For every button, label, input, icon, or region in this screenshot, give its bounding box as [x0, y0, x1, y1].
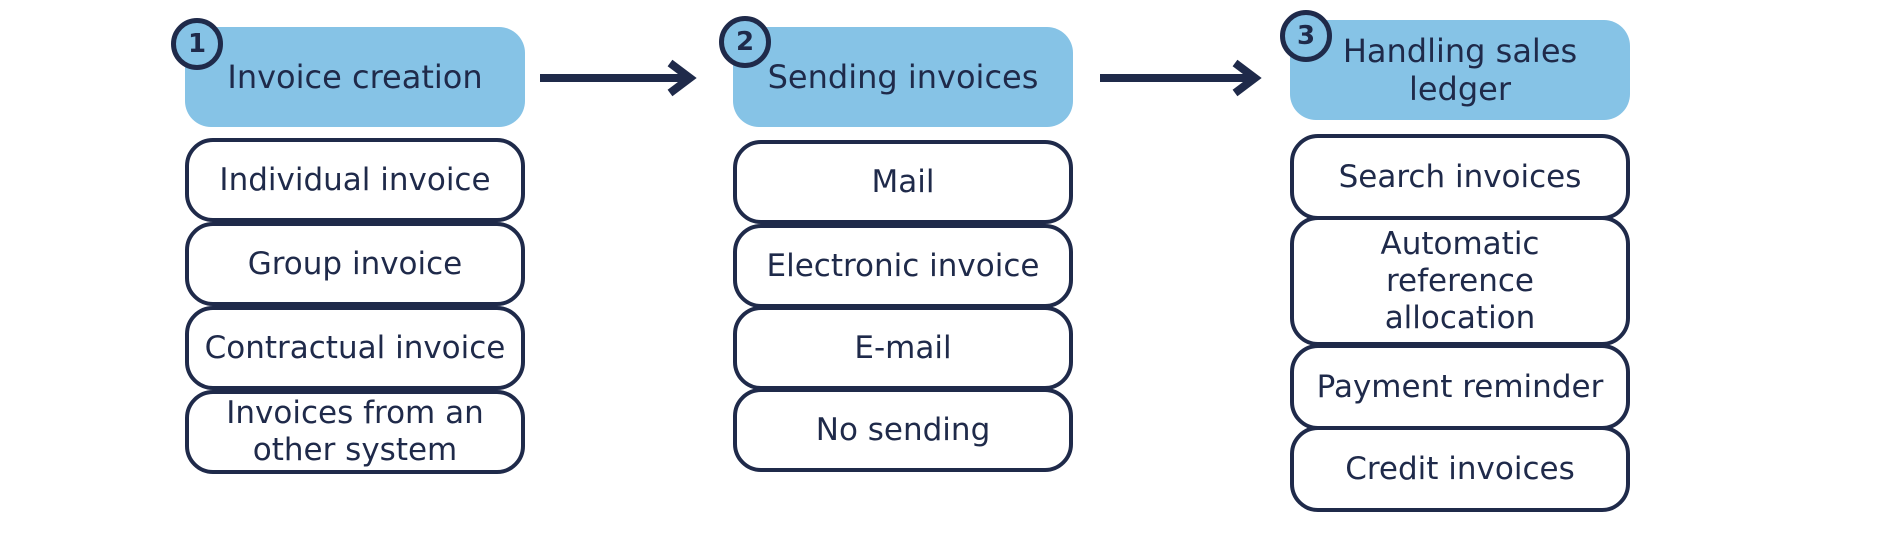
step-2-item-electronic-invoice: Electronic invoice [733, 224, 1073, 308]
step-3-item-automatic-reference-allocation: Automatic reference allocation [1290, 216, 1630, 346]
step-3-item-search-invoices: Search invoices [1290, 134, 1630, 220]
step-1-item-individual-invoice: Individual invoice [185, 138, 525, 222]
step-1-item-contractual-invoice: Contractual invoice [185, 306, 525, 390]
step-3-item-payment-reminder: Payment reminder [1290, 344, 1630, 430]
step-2-number-badge: 2 [719, 16, 771, 68]
step-2-item-mail: Mail [733, 140, 1073, 224]
step-2-item-email: E-mail [733, 306, 1073, 390]
step-2-item-no-sending: No sending [733, 388, 1073, 472]
step-2-title: Sending invoices [767, 58, 1039, 96]
step-1-header: Invoice creation [185, 27, 525, 127]
step-3-column: Handling sales ledger 3 Search invoices … [1280, 0, 1630, 533]
step-3-title: Handling sales ledger [1342, 32, 1578, 108]
step-1-item-group-invoice: Group invoice [185, 222, 525, 306]
arrow-right-icon [1100, 59, 1262, 97]
step-2-column: Sending invoices 2 Mail Electronic invoi… [719, 0, 1073, 533]
step-3-header: Handling sales ledger [1290, 20, 1630, 120]
step-1-item-invoices-other-system: Invoices from an other system [185, 390, 525, 474]
step-1-number-badge: 1 [171, 18, 223, 70]
step-3-item-credit-invoices: Credit invoices [1290, 426, 1630, 512]
step-1-column: Invoice creation 1 Individual invoice Gr… [171, 0, 525, 533]
arrow-right-icon [540, 59, 697, 97]
step-2-header: Sending invoices [733, 27, 1073, 127]
step-3-number-badge: 3 [1280, 10, 1332, 62]
step-1-title: Invoice creation [227, 58, 483, 96]
